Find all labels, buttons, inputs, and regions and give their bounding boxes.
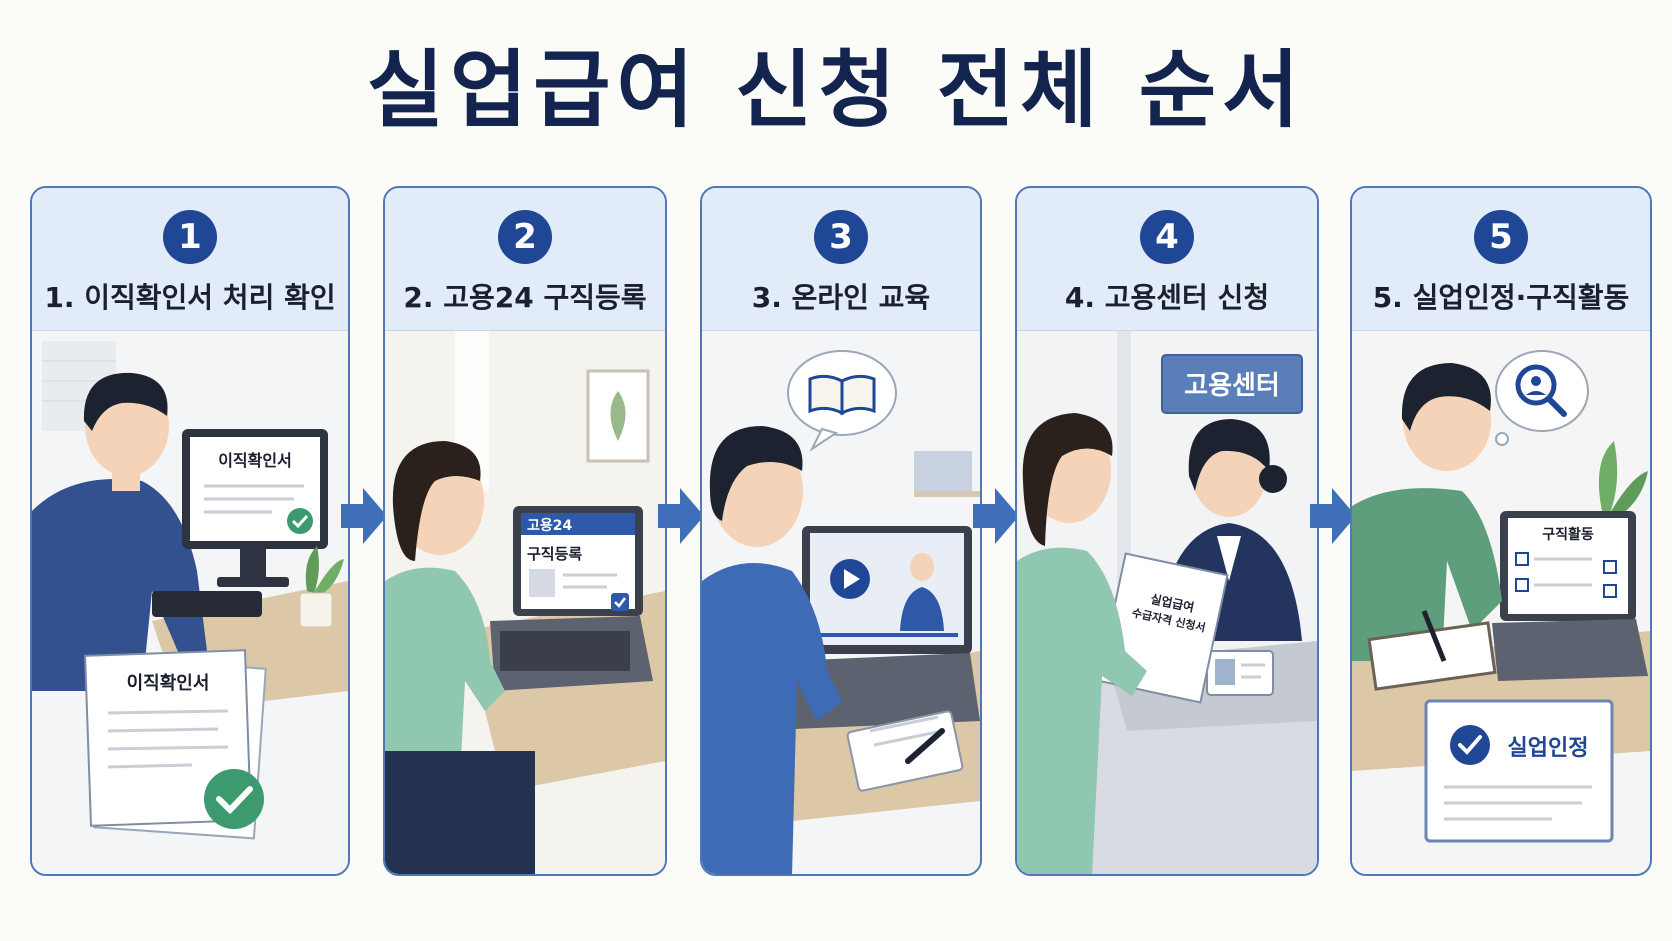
flow-arrow-3	[973, 488, 1019, 544]
step-illustration-4: 고용센터 실업급여 수급자격 신청서	[1017, 331, 1317, 874]
open-book-icon	[787, 350, 897, 452]
step-number-badge-3: 3	[814, 210, 868, 264]
step-number-badge-1: 1	[163, 210, 217, 264]
step-number-badge-2: 2	[498, 210, 552, 264]
computer-monitor-icon: 이직확인서	[182, 429, 328, 587]
flow-arrow-1	[341, 488, 387, 544]
step-header-5: 5 5. 실업인정·구직활동	[1352, 188, 1650, 331]
monitor-doc-title: 이직확인서	[218, 451, 292, 470]
id-card-icon	[1206, 650, 1274, 696]
step-panel-2: 2 2. 고용24 구직등록 고용24 구직등록	[383, 186, 667, 876]
document-title: 이직확인서	[127, 673, 210, 694]
notebook-pen-icon	[846, 710, 964, 792]
step-header-1: 1 1. 이직확인서 처리 확인	[32, 188, 348, 331]
checklist-icon: 구직활동	[1492, 511, 1648, 681]
employment-center-sign: 고용센터	[1161, 354, 1303, 414]
step-illustration-1: 이직확인서 이직확인서	[32, 331, 348, 874]
laptop-checklist-title: 구직활동	[1542, 526, 1594, 543]
video-play-icon	[787, 526, 980, 729]
step-header-3: 3 3. 온라인 교육	[702, 188, 980, 331]
laptop-icon: 고용24 구직등록	[490, 506, 653, 691]
step-label-3: 3. 온라인 교육	[751, 281, 931, 314]
step-label-2: 2. 고용24 구직등록	[403, 281, 647, 314]
step-number-badge-4: 4	[1140, 210, 1194, 264]
magnifier-person-icon	[1495, 350, 1589, 446]
approval-card-text: 실업인정	[1508, 736, 1589, 761]
step-header-2: 2 2. 고용24 구직등록	[385, 188, 665, 331]
step-number-badge-5: 5	[1474, 210, 1528, 264]
step-panel-4: 4 4. 고용센터 신청 고용센터	[1015, 186, 1319, 876]
step-header-4: 4 4. 고용센터 신청	[1017, 188, 1317, 331]
step-panel-5: 5 5. 실업인정·구직활동 구직활동	[1350, 186, 1652, 876]
step-label-5: 5. 실업인정·구직활동	[1372, 281, 1630, 314]
step-label-1: 1. 이직확인서 처리 확인	[44, 281, 336, 314]
step-illustration-5: 구직활동 실업인정	[1352, 331, 1650, 874]
check-circle-icon	[204, 769, 264, 829]
unemployment-approval-card: 실업인정	[1424, 699, 1614, 843]
step-label-4: 4. 고용센터 신청	[1064, 281, 1270, 314]
laptop-header-text: 고용24	[527, 518, 573, 534]
flow-arrow-4	[1310, 488, 1356, 544]
sign-text: 고용센터	[1184, 371, 1280, 401]
step-illustration-2: 고용24 구직등록	[385, 331, 665, 874]
laptop-body-text: 구직등록	[527, 545, 582, 563]
step-illustration-3	[702, 331, 980, 874]
step-panel-3: 3 3. 온라인 교육	[700, 186, 982, 876]
page-title: 실업급여 신청 전체 순서	[366, 41, 1306, 139]
checkbox-icon	[611, 593, 629, 611]
flow-arrow-2	[658, 488, 704, 544]
check-circle-icon	[1450, 725, 1490, 765]
step-panel-1: 1 1. 이직확인서 처리 확인 이직확인서	[30, 186, 350, 876]
